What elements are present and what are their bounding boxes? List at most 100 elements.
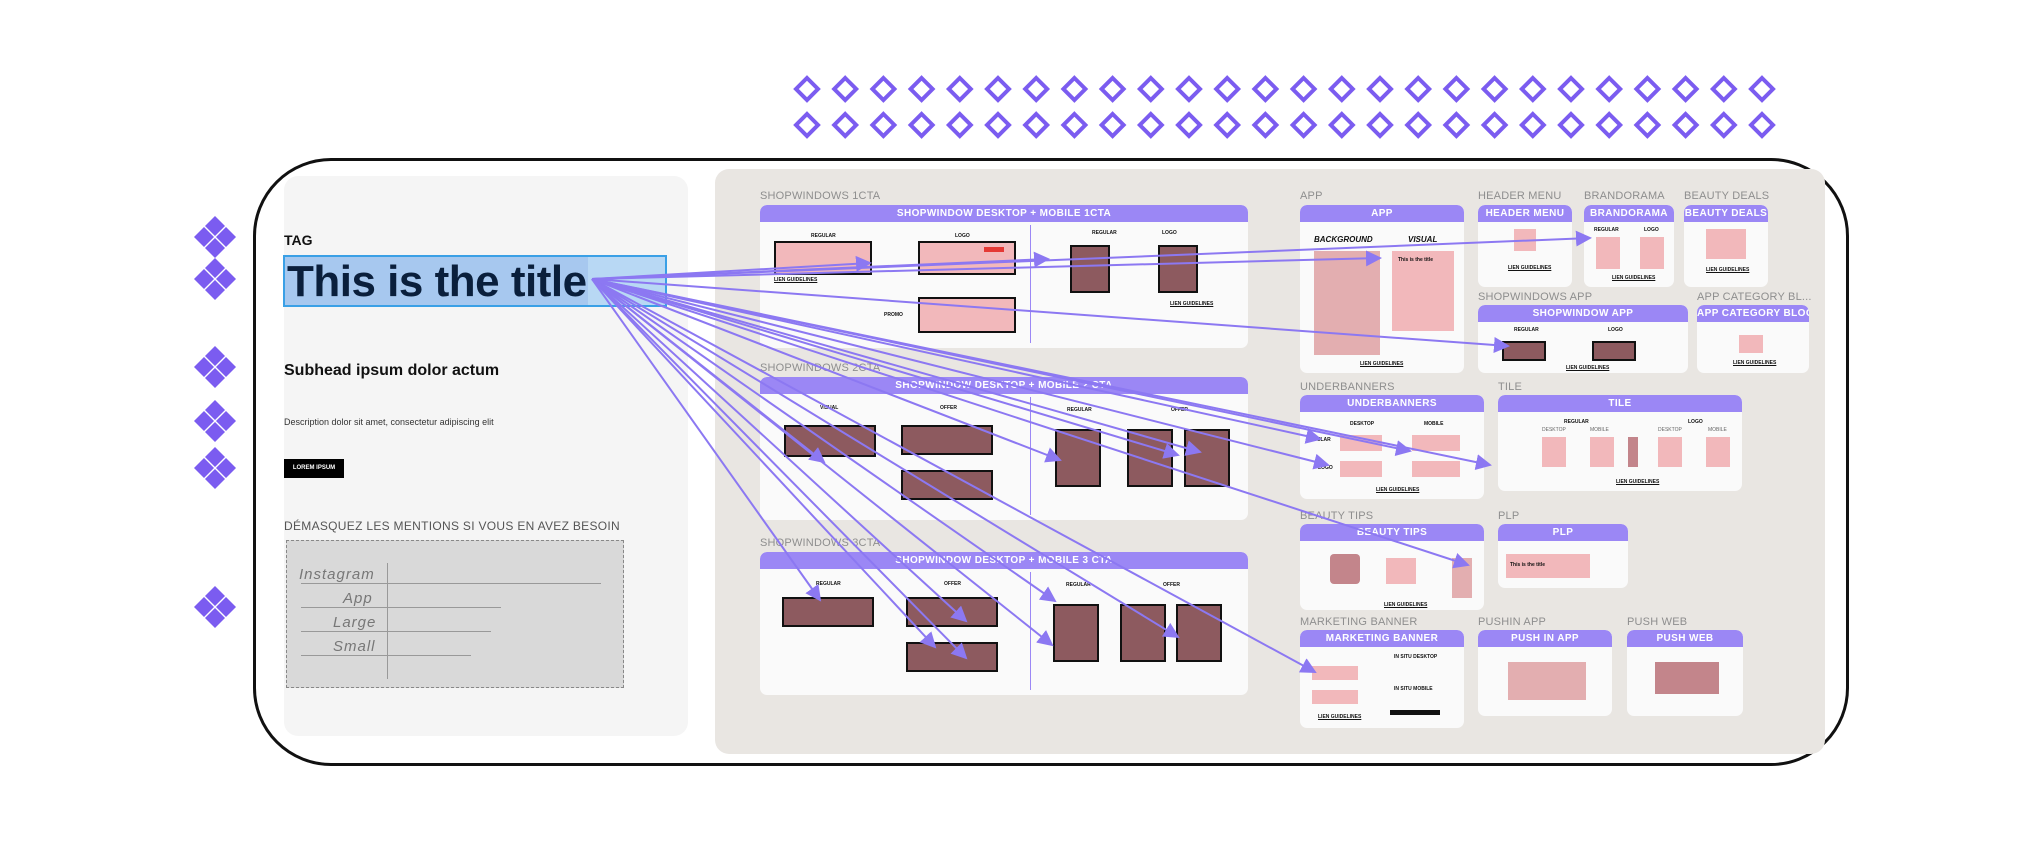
banner-mock bbox=[901, 470, 993, 500]
guidelines-link[interactable]: LIEN GUIDELINES bbox=[1508, 265, 1552, 271]
variant-label: VISUAL bbox=[1408, 235, 1438, 244]
diamond-outline-icon bbox=[984, 111, 1012, 139]
diamond-outline-icon bbox=[1327, 111, 1356, 139]
card-beauty-tips[interactable]: BEAUTY TIPS LIEN GUIDELINES bbox=[1300, 524, 1484, 610]
banner-mock bbox=[784, 425, 876, 457]
diamond-outline-icon bbox=[1709, 111, 1738, 139]
diamond-outline-icon bbox=[1518, 111, 1547, 139]
variant-label: REGULAR bbox=[1092, 230, 1117, 236]
mobile-mock bbox=[1176, 604, 1222, 662]
card-tile[interactable]: TILE REGULAR LOGO DESKTOP MOBILE DESKTOP… bbox=[1498, 395, 1742, 491]
guidelines-link[interactable]: LIEN GUIDELINES bbox=[774, 277, 818, 283]
tile-mock bbox=[1590, 437, 1614, 467]
mobile-mock bbox=[1070, 245, 1110, 293]
mentions-rule bbox=[301, 607, 501, 608]
banner-mock bbox=[906, 597, 998, 627]
beauty-tip-image bbox=[1452, 558, 1472, 598]
guidelines-link[interactable]: LIEN GUIDELINES bbox=[1170, 301, 1214, 307]
variant-label: LOGO bbox=[1688, 419, 1703, 425]
card-beauty-deals[interactable]: BEAUTY DEALS LIEN GUIDELINES bbox=[1684, 205, 1768, 287]
section-label-marketing-banner: MARKETING BANNER bbox=[1300, 616, 1418, 628]
card-app-category-bloc[interactable]: APP CATEGORY BLOC LIEN GUIDELINES bbox=[1697, 305, 1809, 373]
push-web-mock bbox=[1655, 662, 1719, 694]
guidelines-link[interactable]: LIEN GUIDELINES bbox=[1384, 602, 1428, 608]
card-plp[interactable]: PLP This is the title bbox=[1498, 524, 1628, 588]
diamond-outline-icon bbox=[907, 111, 936, 139]
diamond-outline-icon bbox=[831, 75, 860, 103]
mentions-divider bbox=[387, 563, 388, 679]
tile-mock bbox=[1658, 437, 1682, 467]
guidelines-link[interactable]: LIEN GUIDELINES bbox=[1612, 275, 1656, 281]
description-text[interactable]: Description dolor sit amet, consectetur … bbox=[284, 417, 494, 427]
variant-label: LOGO bbox=[955, 233, 970, 239]
card-push-in-app[interactable]: PUSH IN APP bbox=[1478, 630, 1612, 716]
beauty-deals-mock bbox=[1706, 229, 1746, 259]
header-menu-mock bbox=[1514, 229, 1536, 251]
guidelines-link[interactable]: LIEN GUIDELINES bbox=[1706, 267, 1750, 273]
guidelines-link[interactable]: LIEN GUIDELINES bbox=[1616, 479, 1660, 485]
diamond-filled-icon bbox=[194, 411, 214, 431]
app-banner-mock bbox=[1502, 341, 1546, 361]
card-brandorama[interactable]: BRANDORAMA REGULAR LOGO LIEN GUIDELINES bbox=[1584, 205, 1674, 287]
diamond-outline-icon bbox=[1136, 75, 1165, 103]
card-header-menu[interactable]: HEADER MENU LIEN GUIDELINES bbox=[1478, 205, 1572, 287]
mobile-mock bbox=[1053, 604, 1099, 662]
guidelines-link[interactable]: LIEN GUIDELINES bbox=[1566, 365, 1610, 371]
guidelines-link[interactable]: LIEN GUIDELINES bbox=[1376, 487, 1420, 493]
card-shopwindow-3cta[interactable]: SHOPWINDOW DESKTOP + MOBILE 3 CTA REGULA… bbox=[760, 552, 1248, 695]
variant-label: REGULAR bbox=[1066, 582, 1091, 588]
diamond-outline-icon bbox=[1022, 75, 1051, 103]
card-marketing-banner[interactable]: MARKETING BANNER IN SITU DESKTOP IN SITU… bbox=[1300, 630, 1464, 728]
diamond-outline-icon bbox=[1289, 75, 1318, 103]
variant-label: REGULAR bbox=[816, 581, 841, 587]
card-app[interactable]: APP BACKGROUND VISUAL This is the title … bbox=[1300, 205, 1464, 373]
card-shopwindow-2cta[interactable]: SHOPWINDOW DESKTOP + MOBILE 2 CTA VISUAL… bbox=[760, 377, 1248, 520]
diamond-filled-icon bbox=[205, 447, 225, 467]
text-selection-highlight bbox=[285, 257, 588, 305]
mobile-mock bbox=[1055, 429, 1101, 487]
tile-mock bbox=[1706, 437, 1730, 467]
divider bbox=[1030, 572, 1031, 690]
guidelines-link[interactable]: LIEN GUIDELINES bbox=[1360, 361, 1404, 367]
logo-mock bbox=[984, 247, 1004, 252]
diamond-filled-icon bbox=[205, 216, 225, 236]
mentions-rule bbox=[301, 655, 471, 656]
diamond-outline-icon bbox=[1327, 75, 1356, 103]
diamond-filled-icon bbox=[205, 422, 225, 442]
guidelines-link[interactable]: LIEN GUIDELINES bbox=[1733, 360, 1777, 366]
page-title[interactable]: This is the title bbox=[287, 257, 587, 306]
section-label-beauty-deals: BEAUTY DEALS bbox=[1684, 190, 1770, 202]
diamond-outline-icon bbox=[1671, 111, 1700, 139]
card-header: PUSH IN APP bbox=[1478, 630, 1612, 647]
diamond-outline-icon bbox=[1289, 111, 1318, 139]
card-shopwindow-app[interactable]: SHOPWINDOW APP REGULAR LOGO LIEN GUIDELI… bbox=[1478, 305, 1688, 373]
diamond-filled-icon bbox=[216, 597, 236, 617]
guidelines-link[interactable]: LIEN GUIDELINES bbox=[1318, 714, 1362, 720]
cta-button[interactable]: LOREM IPSUM bbox=[284, 459, 344, 478]
diamond-filled-icon bbox=[205, 608, 225, 628]
section-label-header-menu: HEADER MENU bbox=[1478, 190, 1562, 202]
variant-label: IN SITU DESKTOP bbox=[1394, 654, 1438, 660]
subhead-text[interactable]: Subhead ipsum dolor actum bbox=[284, 362, 500, 379]
card-underbanners[interactable]: UNDERBANNERS DESKTOP MOBILE REGULAR LOGO… bbox=[1300, 395, 1484, 499]
title-text-selected[interactable]: This is the title bbox=[283, 255, 667, 307]
diamond-filled-icon bbox=[205, 400, 225, 420]
diamond-filled-icon bbox=[194, 227, 214, 247]
mobile-mock bbox=[1127, 429, 1173, 487]
variant-label: REGULAR bbox=[1067, 407, 1092, 413]
diamond-filled-icon bbox=[194, 597, 214, 617]
mentions-box[interactable]: Instagram App Large Small bbox=[286, 540, 624, 688]
diamond-outline-icon bbox=[1060, 111, 1089, 139]
diamond-filled-icon bbox=[205, 469, 225, 489]
variant-label: MOBILE bbox=[1424, 421, 1444, 427]
card-push-web[interactable]: PUSH WEB bbox=[1627, 630, 1743, 716]
diamond-outline-icon bbox=[1518, 75, 1547, 103]
diamond-outline-icon bbox=[984, 75, 1012, 103]
diamond-outline-icon bbox=[1709, 75, 1738, 103]
variant-label: REGULAR bbox=[811, 233, 836, 239]
section-label-app: APP bbox=[1300, 190, 1323, 202]
variant-label: REGULAR bbox=[1564, 419, 1589, 425]
mobile-mock bbox=[1120, 604, 1166, 662]
tag-label[interactable]: TAG bbox=[284, 232, 313, 248]
card-shopwindow-1cta[interactable]: SHOPWINDOW DESKTOP + MOBILE 1CTA REGULAR… bbox=[760, 205, 1248, 348]
